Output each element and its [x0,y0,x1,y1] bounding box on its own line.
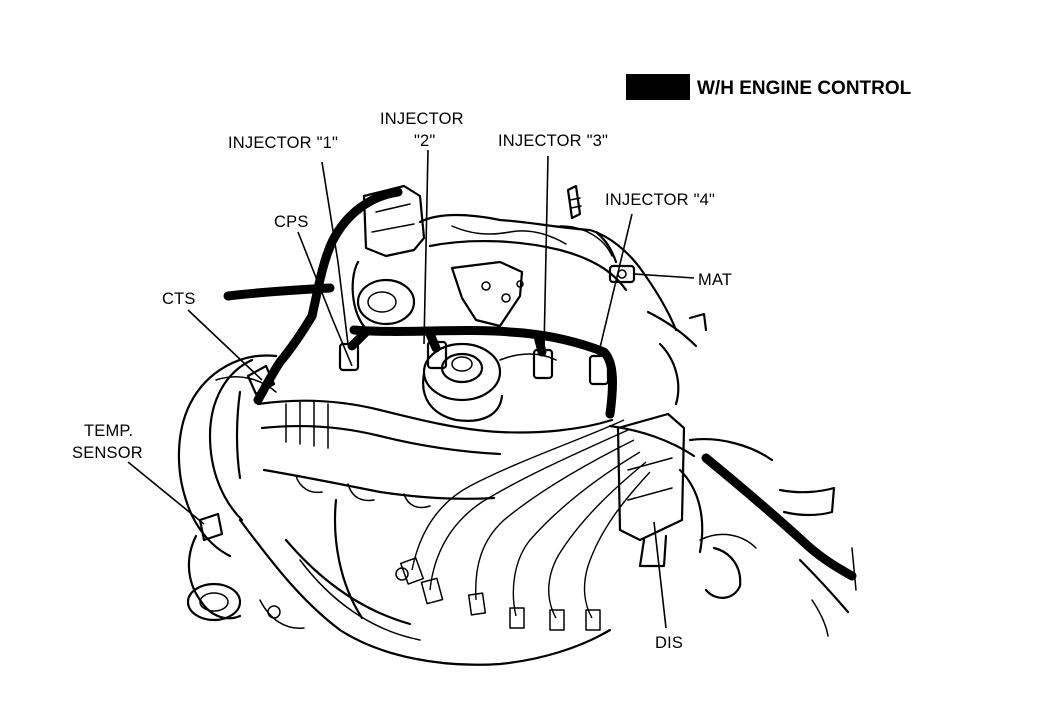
label-injector-3: INJECTOR "3" [498,132,608,150]
legend-label: W/H ENGINE CONTROL [697,78,912,99]
label-temp-sensor-line2: SENSOR [72,444,143,462]
label-dis: DIS [655,634,683,652]
label-temp-sensor-line1: TEMP. [84,422,133,440]
label-injector-2-line2: "2" [414,132,436,150]
label-cts: CTS [162,290,196,308]
label-injector-2-line1: INJECTOR [380,110,464,128]
leader-lines [127,149,695,629]
label-cps: CPS [274,213,309,231]
legend-swatch [626,74,690,100]
label-injector-4: INJECTOR "4" [605,191,715,209]
engine-drawing [177,184,857,666]
label-mat: MAT [698,271,732,289]
component-labels: INJECTOR "1" INJECTOR "2" INJECTOR "3" I… [72,110,732,652]
legend: W/H ENGINE CONTROL [626,74,912,100]
label-injector-1: INJECTOR "1" [228,134,338,152]
